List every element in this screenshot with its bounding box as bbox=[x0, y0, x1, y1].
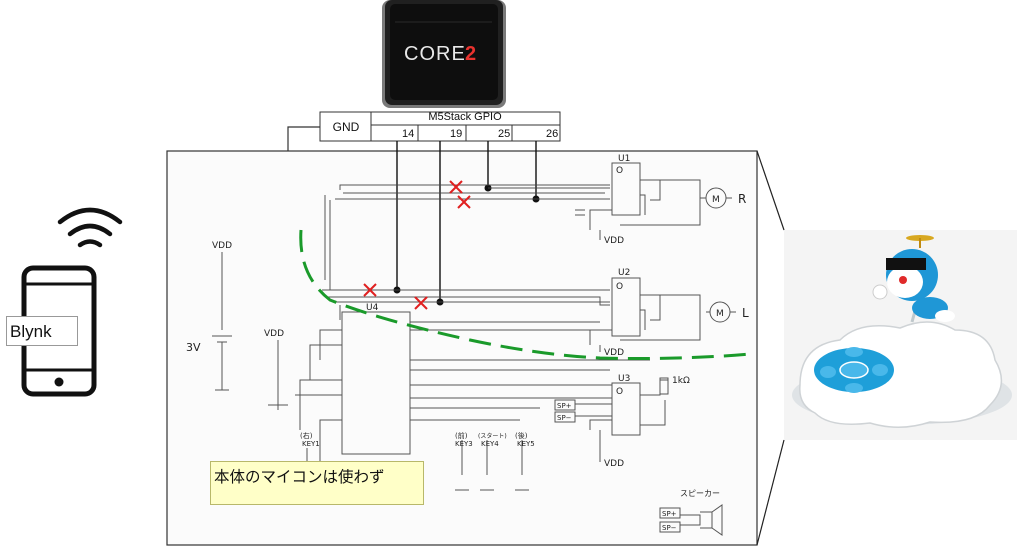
sp-minus-spk-label: SP− bbox=[662, 524, 677, 532]
key3-label: KEY3 bbox=[455, 440, 473, 448]
key4-note: (スタート) bbox=[478, 432, 507, 440]
vdd-left-label: VDD bbox=[212, 241, 232, 251]
sp-plus-u3-label: SP+ bbox=[557, 402, 572, 410]
key5-label: KEY5 bbox=[517, 440, 535, 448]
blynk-app-label: Blynk bbox=[6, 316, 78, 346]
gpio-pin-26: 26 bbox=[546, 128, 559, 140]
device-model-label: 2 bbox=[465, 43, 476, 65]
smartphone-icon bbox=[21, 207, 123, 397]
sp-plus-spk-label: SP+ bbox=[662, 510, 677, 518]
device-brand-label: CORE bbox=[404, 43, 466, 65]
motor-r-label: R bbox=[738, 192, 746, 206]
key4-label: KEY4 bbox=[481, 440, 499, 448]
u4-label: U4 bbox=[366, 303, 379, 313]
speaker-label: スピーカー bbox=[680, 489, 720, 498]
sp-minus-u3-label: SP− bbox=[557, 414, 572, 422]
m5stack-core2-device bbox=[382, 0, 506, 108]
wifi-icon bbox=[57, 207, 123, 248]
motor-r-symbol: M bbox=[712, 195, 720, 205]
motor-l-symbol: M bbox=[716, 309, 724, 319]
zoom-line-bottom bbox=[756, 439, 785, 546]
flying-figure-image bbox=[872, 235, 955, 323]
vdd-u1-label: VDD bbox=[604, 236, 624, 246]
gpio-wires bbox=[396, 141, 537, 302]
resistor-label: 1kΩ bbox=[672, 376, 690, 386]
gpio-gnd-label: GND bbox=[332, 120, 360, 134]
key5-note: (後) bbox=[515, 431, 528, 440]
separator-dashed-line bbox=[299, 229, 751, 360]
cloud-base-image bbox=[792, 321, 1012, 428]
u1-pin-label: O bbox=[616, 166, 623, 176]
gpio-header-table bbox=[319, 111, 561, 142]
u2-pin-label: O bbox=[616, 282, 623, 292]
u3-pin-label: O bbox=[616, 387, 623, 397]
vdd-mid-label: VDD bbox=[264, 329, 284, 339]
cut-mark-2 bbox=[457, 195, 471, 209]
cut-marks bbox=[363, 180, 471, 310]
toy-photo bbox=[784, 230, 1017, 440]
cut-mark-3 bbox=[363, 283, 377, 297]
motor-l-label: L bbox=[742, 306, 749, 320]
cut-mark-4 bbox=[414, 296, 428, 310]
key3-note: (前) bbox=[455, 431, 468, 440]
vdd-u3-label: VDD bbox=[604, 459, 624, 469]
battery-label: 3V bbox=[186, 341, 201, 354]
note-callout: 本体のマイコンは使わず bbox=[210, 461, 424, 505]
gpio-header-title: M5Stack GPIO bbox=[428, 111, 502, 123]
key1-label: KEY1 bbox=[302, 440, 320, 448]
u1-label: U1 bbox=[618, 154, 630, 164]
gpio-pin-25: 25 bbox=[498, 128, 511, 140]
vdd-u2-label: VDD bbox=[604, 348, 624, 358]
u2-label: U2 bbox=[618, 268, 630, 278]
key1-note: (右) bbox=[300, 431, 313, 440]
zoom-line-top bbox=[756, 150, 785, 231]
gpio-pin-14: 14 bbox=[402, 128, 415, 140]
gpio-pin-19: 19 bbox=[450, 128, 463, 140]
u3-label: U3 bbox=[618, 374, 630, 384]
cut-mark-1 bbox=[449, 180, 463, 194]
